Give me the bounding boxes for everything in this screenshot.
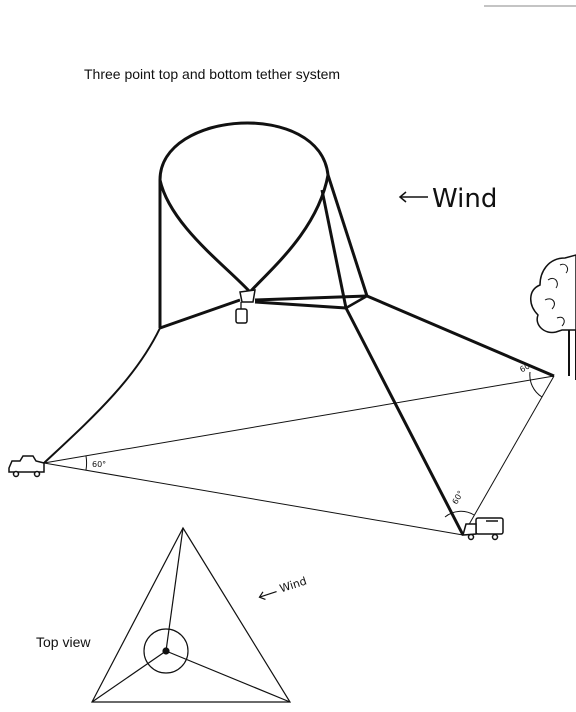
top-tethers bbox=[158, 174, 369, 330]
wind-arrow-main bbox=[398, 191, 428, 203]
balloon bbox=[158, 121, 330, 324]
angle-label-bottom: 60° bbox=[451, 489, 466, 506]
tether-to-bottom-vehicle bbox=[344, 307, 465, 536]
tether-to-tree bbox=[366, 294, 555, 378]
ground-tethers bbox=[43, 294, 555, 536]
angle-arc-right bbox=[529, 371, 543, 398]
balloon-load-ring bbox=[239, 289, 256, 303]
angle-arc-bottom bbox=[444, 510, 475, 518]
angle-label-left: 60° bbox=[92, 460, 106, 469]
top-view-tether-top bbox=[165, 527, 184, 652]
top-view-label: Top view bbox=[36, 634, 91, 650]
balloon-envelope bbox=[158, 121, 330, 294]
wind-arrow-small bbox=[258, 591, 277, 600]
junction-link bbox=[345, 294, 368, 310]
junction-line-right-lower bbox=[254, 300, 347, 310]
top-tether-right-a bbox=[326, 174, 369, 297]
ground-line-left-right bbox=[43, 375, 555, 464]
wind-label-main: Wind bbox=[432, 184, 497, 214]
top-view-triangle bbox=[91, 526, 292, 703]
tether-to-left-vehicle bbox=[43, 327, 161, 464]
junction-line-left bbox=[159, 298, 241, 330]
top-view-tether-left bbox=[91, 650, 167, 703]
ground-triangle bbox=[43, 375, 555, 536]
top-tether-right-b bbox=[320, 189, 348, 309]
angle-label-right: 60 bbox=[518, 361, 531, 374]
tree-icon bbox=[530, 254, 576, 380]
wind-label-small: Wind bbox=[278, 575, 308, 596]
top-view-balloon-point bbox=[162, 647, 170, 655]
balloon-payload bbox=[235, 308, 248, 324]
angle-arcs bbox=[85, 371, 543, 518]
angle-arc-left bbox=[85, 455, 88, 471]
bottom-vehicle-icon bbox=[461, 517, 504, 541]
ground-line-left-bottom bbox=[43, 462, 464, 536]
ground-line-bottom-right bbox=[462, 375, 555, 536]
top-view-tether-right bbox=[165, 650, 291, 703]
left-vehicle-icon bbox=[8, 455, 45, 478]
diagram-title: Three point top and bottom tether system bbox=[84, 66, 341, 82]
junction-line-right-upper bbox=[254, 294, 368, 302]
top-view-diagram bbox=[91, 526, 292, 703]
top-view-circle bbox=[143, 628, 189, 674]
